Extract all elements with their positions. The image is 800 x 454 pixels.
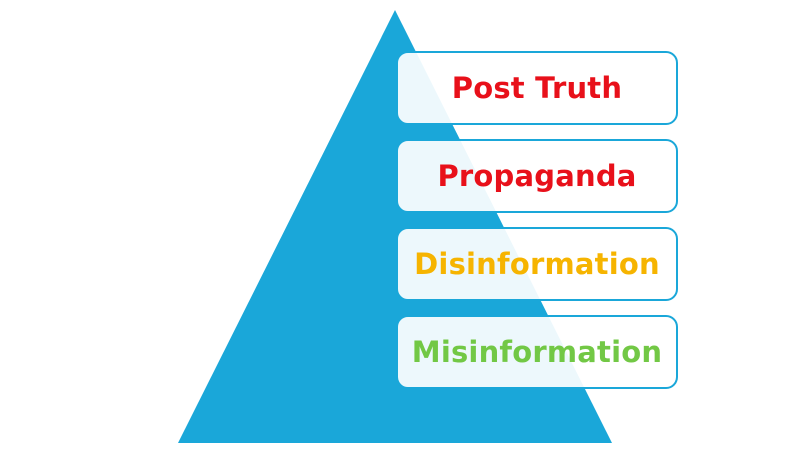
- level-label: Propaganda: [437, 159, 637, 193]
- pyramid-level-post-truth: Post Truth: [396, 51, 678, 125]
- level-label: Misinformation: [411, 335, 663, 369]
- level-label: Disinformation: [414, 247, 660, 281]
- pyramid-level-disinformation: Disinformation: [396, 227, 678, 301]
- level-label: Post Truth: [451, 71, 623, 105]
- pyramid-level-misinformation: Misinformation: [396, 315, 678, 389]
- pyramid-level-propaganda: Propaganda: [396, 139, 678, 213]
